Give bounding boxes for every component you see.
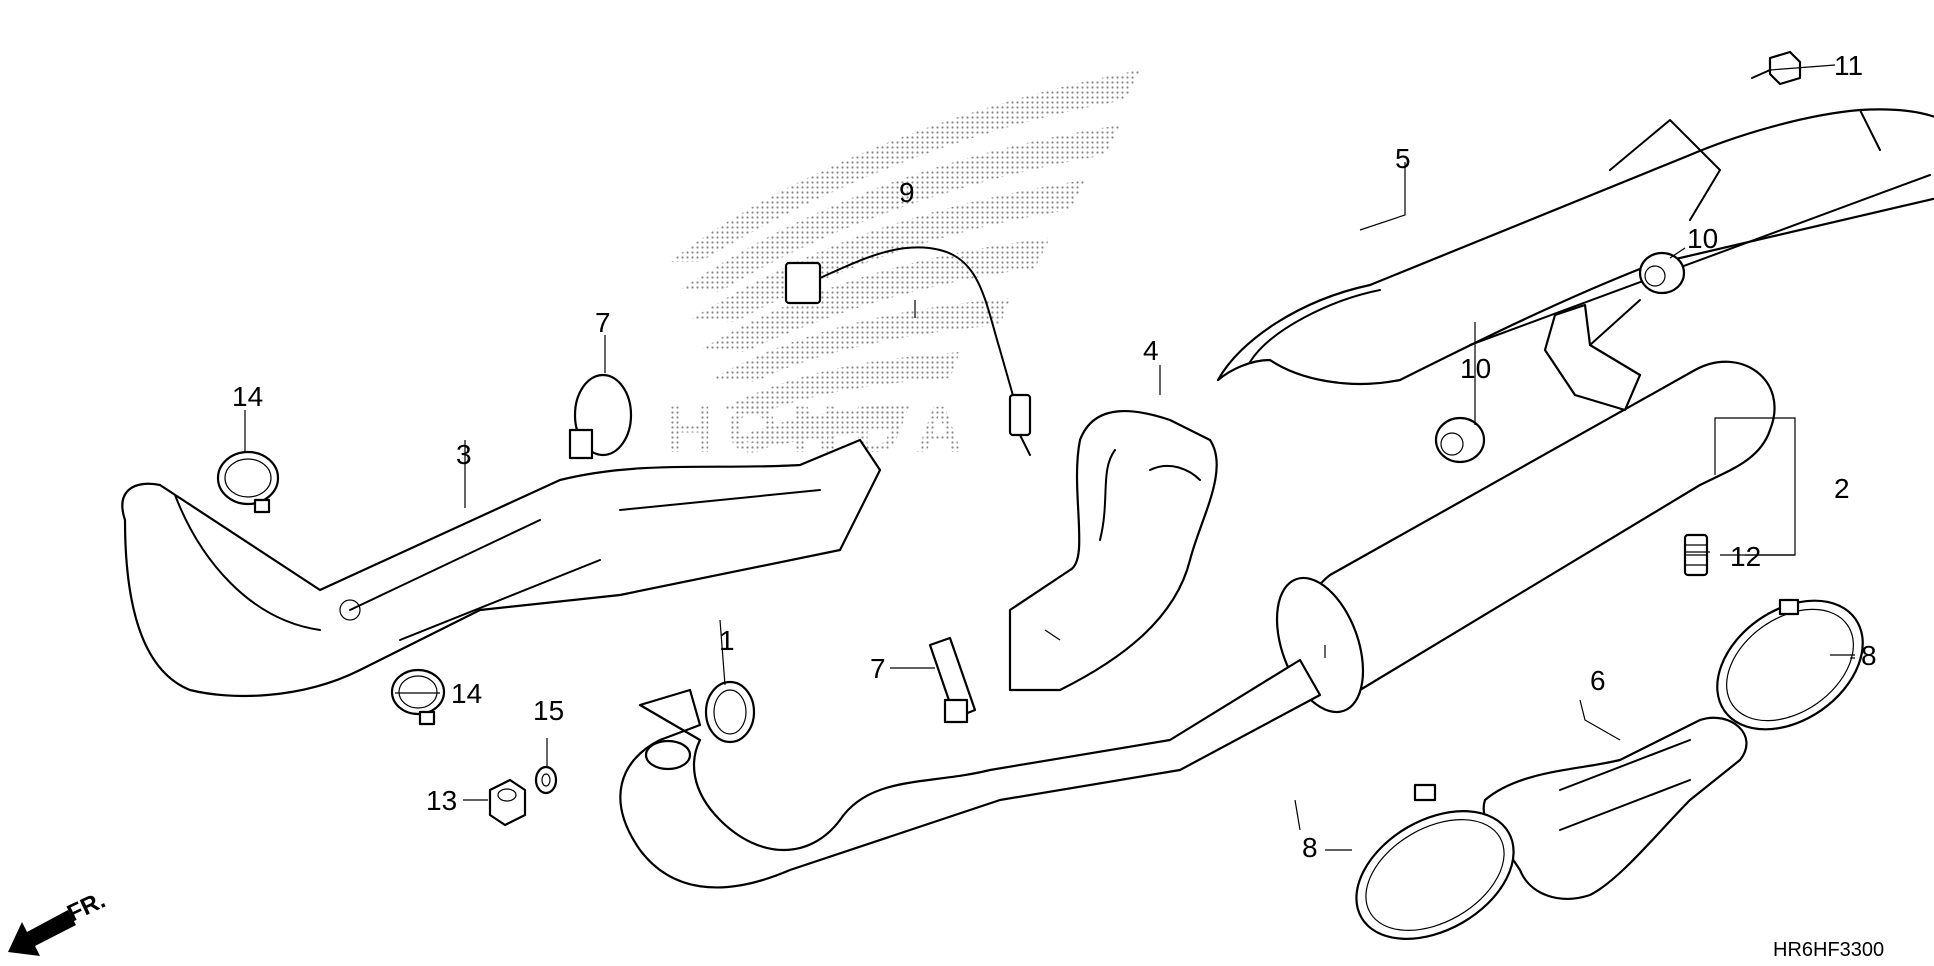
washer — [534, 765, 558, 795]
lower-heat-shield — [1482, 716, 1748, 900]
leader-lines — [244, 64, 1855, 851]
callout-4: 4 — [1143, 335, 1159, 366]
diagram-code: HR6HF3300 — [1773, 939, 1884, 961]
muffler-clamp-left — [1355, 783, 1515, 940]
callout-7-lower: 7 — [870, 653, 886, 684]
callout-3: 3 — [456, 439, 472, 470]
upper-heat-shield — [1216, 108, 1934, 386]
rear-pipe-shield — [1008, 409, 1218, 692]
band-clamp-upper — [568, 373, 633, 460]
callout-13: 13 — [426, 785, 457, 816]
callout-6: 6 — [1590, 665, 1606, 696]
front-exhaust-pipe — [121, 438, 882, 698]
callout-15: 15 — [533, 695, 564, 726]
callout-8-right: 8 — [1861, 640, 1877, 671]
callout-5: 5 — [1395, 143, 1411, 174]
oxygen-sensor — [784, 246, 1032, 456]
honda-watermark-text: HONDA — [665, 392, 977, 466]
callout-12: 12 — [1730, 541, 1761, 572]
callout-10-upper: 10 — [1687, 223, 1718, 254]
callout-10-lower: 10 — [1460, 353, 1491, 384]
rubber-mount-upper — [1638, 251, 1686, 295]
callout-9: 9 — [899, 177, 915, 208]
callout-2: 2 — [1834, 473, 1850, 504]
rubber-mount-lower — [1434, 416, 1486, 464]
callout-labels: 1 2 3 4 5 6 7 7 8 8 9 10 10 11 12 13 14 … — [232, 50, 1877, 863]
muffler-clamp-right — [1716, 598, 1864, 731]
stud-bolt — [1683, 533, 1709, 577]
band-clamp-lower — [928, 636, 977, 724]
flange-nut — [488, 778, 527, 827]
callout-14-upper: 14 — [232, 381, 263, 412]
hose-clamp-upper — [216, 450, 280, 514]
callout-14-lower: 14 — [451, 678, 482, 709]
hose-clamp-lower — [390, 668, 446, 726]
mid-exhaust-pipe — [619, 658, 1322, 889]
honda-wing-watermark: HONDA — [665, 70, 1140, 466]
callout-1: 1 — [719, 625, 735, 656]
flange-bolt — [1751, 50, 1802, 86]
front-direction-arrow: FR. — [8, 887, 110, 956]
callout-7-upper: 7 — [595, 307, 611, 338]
callout-11: 11 — [1834, 50, 1863, 81]
exhaust-gasket — [704, 680, 756, 744]
callout-8-left: 8 — [1302, 832, 1318, 863]
